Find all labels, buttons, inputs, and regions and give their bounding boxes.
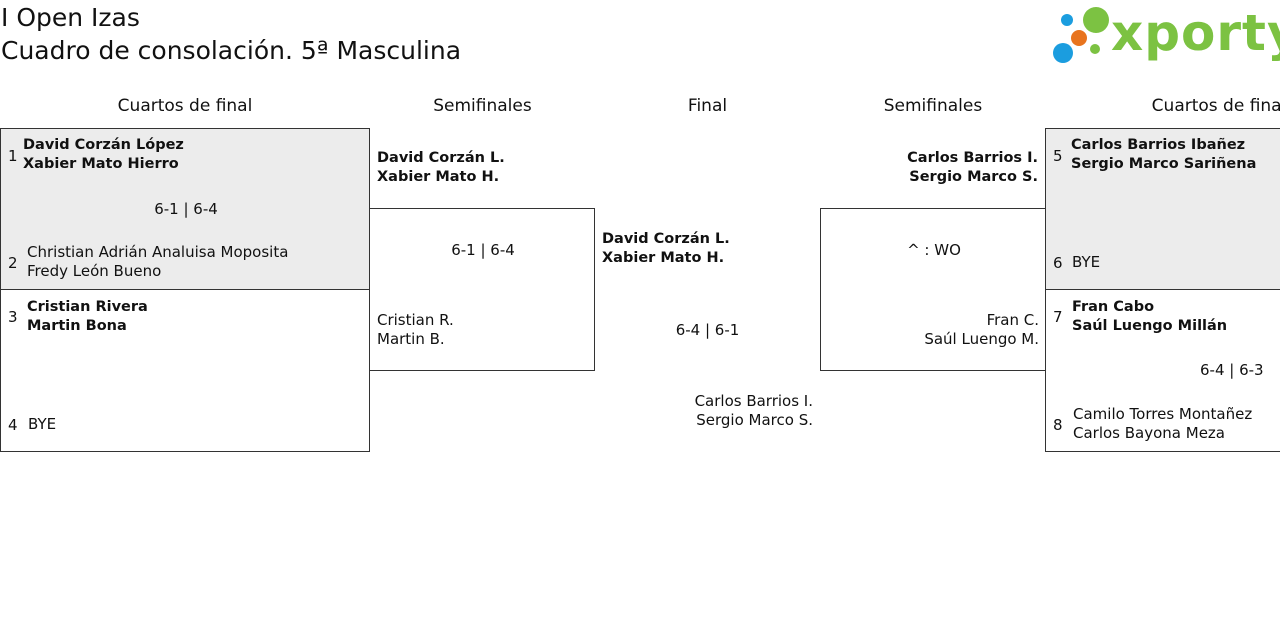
logo-text: xporty xyxy=(1111,4,1280,62)
left-sf-match: 6-1 | 6-4 Cristian R. Martin B. xyxy=(369,208,595,371)
player-name: Fran C. xyxy=(986,311,1039,329)
right-sf-match: ^ : WO Fran C. Saúl Luengo M. xyxy=(820,208,1046,371)
seed-number: 2 xyxy=(8,254,18,272)
final-runnerup-player-2: Sergio Marco S. xyxy=(696,411,813,429)
seed-number: 4 xyxy=(8,416,18,434)
player-name: Christian Adrián Analuisa Moposita xyxy=(27,243,289,261)
player-name: Cristian Rivera xyxy=(27,299,148,315)
match-score: 6-4 | 6-3 xyxy=(1200,361,1264,379)
right-sf-team-a-player-1: Carlos Barrios I. xyxy=(907,150,1038,166)
right-sf-team-a-player-2: Sergio Marco S. xyxy=(909,169,1038,185)
round-header-left-sf: Semifinales xyxy=(433,96,532,116)
right-qf-match-2: 7 Fran Cabo Saúl Luengo Millán 6-4 | 6-3… xyxy=(1045,289,1280,452)
player-name: Martin B. xyxy=(377,330,445,348)
final-runnerup-player-1: Carlos Barrios I. xyxy=(694,392,813,410)
player-name: Carlos Barrios Ibañez xyxy=(1071,137,1246,153)
player-name: BYE xyxy=(1072,253,1101,271)
seed-number: 1 xyxy=(8,147,18,165)
player-name: Cristian R. xyxy=(377,311,454,329)
match-score: 6-1 | 6-4 xyxy=(154,200,218,218)
round-header-left-qf: Cuartos de final xyxy=(117,96,253,116)
left-qf-match-2: 3 Cristian Rivera Martin Bona 4 BYE xyxy=(0,289,370,452)
seed-number: 7 xyxy=(1053,308,1063,326)
left-qf-match-1: 1 David Corzán López Xabier Mato Hierro … xyxy=(0,128,370,290)
round-header-right-sf: Semifinales xyxy=(883,96,983,116)
player-name: BYE xyxy=(28,415,57,433)
player-name: David Corzán López xyxy=(23,137,184,153)
match-score: 6-1 | 6-4 xyxy=(451,241,515,259)
player-name: Xabier Mato Hierro xyxy=(23,156,179,172)
event-title: I Open Izas xyxy=(1,3,140,32)
right-qf-match-1: 5 Carlos Barrios Ibañez Sergio Marco Sar… xyxy=(1045,128,1280,290)
player-name: Fredy León Bueno xyxy=(27,262,162,280)
final-winner-player-2: Xabier Mato H. xyxy=(602,250,725,266)
draw-title: Cuadro de consolación. 5ª Masculina xyxy=(1,36,462,65)
left-sf-team-a-player-1: David Corzán L. xyxy=(377,150,505,166)
match-score: ^ : WO xyxy=(907,241,961,259)
player-name: Saúl Luengo Millán xyxy=(1072,318,1228,334)
xporty-logo: xporty xyxy=(1050,4,1280,68)
round-header-final: Final xyxy=(687,96,728,116)
player-name: Camilo Torres Montañez xyxy=(1073,405,1253,423)
seed-number: 6 xyxy=(1053,254,1063,272)
xporty-logo-icon xyxy=(1053,7,1109,63)
seed-number: 3 xyxy=(8,308,18,326)
final-score: 6-4 | 6-1 xyxy=(675,321,740,339)
seed-number: 5 xyxy=(1053,147,1063,165)
final-winner-player-1: David Corzán L. xyxy=(602,231,730,247)
seed-number: 8 xyxy=(1053,416,1063,434)
player-name: Fran Cabo xyxy=(1072,299,1155,315)
player-name: Saúl Luengo M. xyxy=(924,330,1039,348)
round-header-right-qf: Cuartos de final xyxy=(1151,96,1280,116)
player-name: Carlos Bayona Meza xyxy=(1073,424,1225,442)
left-sf-team-a-player-2: Xabier Mato H. xyxy=(377,169,500,185)
player-name: Martin Bona xyxy=(27,318,127,334)
player-name: Sergio Marco Sariñena xyxy=(1071,156,1257,172)
